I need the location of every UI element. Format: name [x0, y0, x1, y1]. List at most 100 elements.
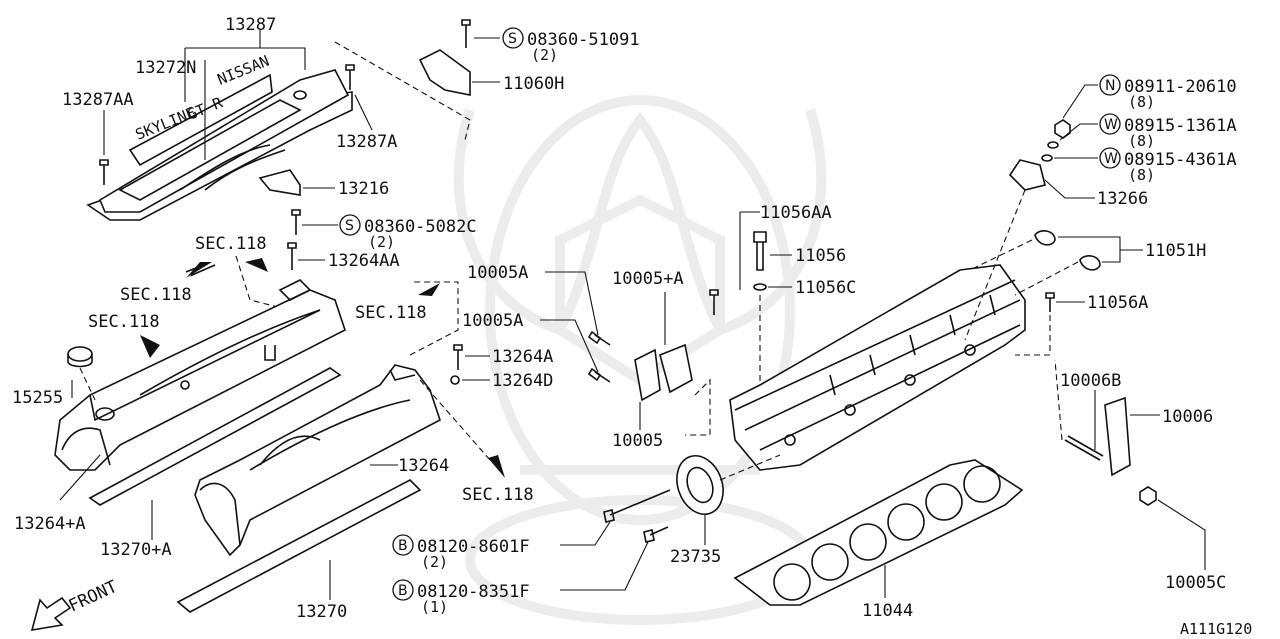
label-11060H: 11060H [503, 74, 564, 94]
bolt-10005A-2 [587, 367, 611, 383]
label-11056A: 11056A [1087, 293, 1148, 313]
dash-10006B [1054, 359, 1063, 441]
bolt-08120-8351F [643, 526, 669, 543]
plug-11051H-b [1079, 255, 1101, 271]
symbol-W-circle-b [1099, 147, 1121, 169]
bracket-13266 [1008, 159, 1046, 191]
leader-13264A-plus [59, 454, 101, 501]
bolt-08120-8601F [603, 489, 671, 523]
label-sec118-c: SEC.118 [88, 312, 160, 332]
bracket-10005 [634, 348, 661, 402]
dash-11051H [969, 239, 1079, 296]
label-10005A-2: 10005A [462, 311, 523, 331]
front-arrow-icon [30, 596, 72, 631]
washer-13264D [450, 375, 460, 385]
leader-10005A-1 [545, 271, 599, 336]
leader-13287A [354, 94, 373, 131]
bolt-08360-5082C [291, 209, 301, 235]
leader-08120-8601F [560, 521, 611, 546]
leader-10005A-2 [540, 319, 599, 373]
symbol-N: N [1105, 78, 1115, 94]
label-sec118-b: SEC.118 [120, 285, 192, 305]
leader-08120-8351F [560, 541, 649, 591]
label-11056: 11056 [795, 246, 846, 266]
leader-11056AA [739, 211, 760, 290]
symbol-S-b: S [345, 218, 354, 234]
dash-11056A [1015, 315, 1051, 356]
bolt-11056A [1045, 292, 1055, 312]
washer-08915-4361A [1041, 154, 1053, 162]
label-13270: 13270 [296, 602, 347, 622]
label-08120-8601F: 08120-8601F [417, 537, 530, 557]
bracket-10006 [1104, 396, 1131, 477]
leader-13287 [184, 30, 306, 102]
label-13287AA: 13287AA [62, 90, 134, 110]
leader-13266 [1044, 179, 1095, 199]
symbol-W-circle-a [1099, 113, 1121, 135]
seal-23735-inner [686, 466, 714, 504]
label-10005C: 10005C [1165, 573, 1226, 593]
dash-10005 [685, 378, 711, 436]
label-13264: 13264 [398, 456, 449, 476]
leader-11051H [1058, 236, 1143, 263]
dash-13287-bracket [334, 41, 471, 141]
bracket-13216 [258, 169, 301, 196]
plug-11051H-a [1034, 230, 1056, 246]
label-13287A: 13287A [336, 132, 397, 152]
label-11056AA: 11056AA [760, 203, 832, 223]
label-08360-5082C: 08360-5082C [364, 217, 477, 237]
qty-08120-8601F: (2) [421, 553, 448, 571]
qty-08915-4361A: (8) [1128, 166, 1155, 184]
label-10005A-1: 10005A [467, 263, 528, 283]
bracket-11060H [418, 49, 471, 96]
symbol-W-b: W [1104, 151, 1118, 167]
label-sec118-d: SEC.118 [355, 303, 427, 323]
qty-08120-8351F: (1) [421, 598, 448, 616]
dash-23735 [719, 454, 781, 481]
symbol-B-circle-a [392, 534, 414, 556]
label-front: FRONT [66, 577, 121, 617]
oil-cap-15255 [67, 346, 93, 362]
label-13266: 13266 [1097, 189, 1148, 209]
symbol-B-a: B [398, 538, 408, 554]
label-sec118-e: SEC.118 [462, 485, 534, 505]
oil-cap-body [67, 354, 93, 368]
gasket-13270 [176, 479, 422, 613]
symbol-W-a: W [1104, 117, 1118, 133]
arrow-head-sec118-b [245, 258, 268, 272]
qty-08360-51091: (2) [531, 46, 558, 64]
bolt-13264AA [287, 242, 297, 270]
bolt-11056 [756, 242, 764, 271]
leader-10005C [1157, 499, 1206, 570]
label-11051H: 11051H [1145, 241, 1206, 261]
label-11056C: 11056C [795, 278, 856, 298]
dash-13264-sec-e [419, 379, 491, 461]
nut-10005C [1139, 486, 1157, 506]
head-gasket-11044 [733, 459, 1024, 606]
label-08360-51091: 08360-51091 [527, 30, 640, 50]
dash-13266 [964, 189, 1026, 341]
seal-23735 [676, 455, 724, 515]
cylinder-head [729, 264, 1026, 471]
qty-08360-5082C: (2) [368, 233, 395, 251]
symbol-N-circle [1099, 74, 1121, 96]
dash-13264-sec [409, 281, 459, 356]
arrow-head-sec118-a [186, 262, 212, 278]
symbol-B-circle-b [392, 579, 414, 601]
label-13270A-plus: 13270+A [100, 540, 172, 560]
label-08915-4361A: 08915-4361A [1124, 150, 1237, 170]
bolt-08360-51091 [461, 19, 471, 48]
nut-08911-20610 [1054, 119, 1071, 139]
rocker-cover-13264A-plus [54, 279, 346, 471]
label-11044: 11044 [862, 601, 913, 621]
label-08120-8351F: 08120-8351F [417, 582, 530, 602]
bolt-13264A [453, 344, 463, 370]
arrow-head-sec118-c [140, 335, 160, 358]
stud-10006B [1064, 435, 1104, 461]
label-08911-20610: 08911-20610 [1124, 77, 1237, 97]
qty-08915-1361A: (8) [1128, 132, 1155, 150]
bracket-10005-plus-A [659, 343, 693, 394]
symbol-S-circle-a [502, 27, 524, 49]
leader-08911-20610 [1062, 84, 1098, 119]
